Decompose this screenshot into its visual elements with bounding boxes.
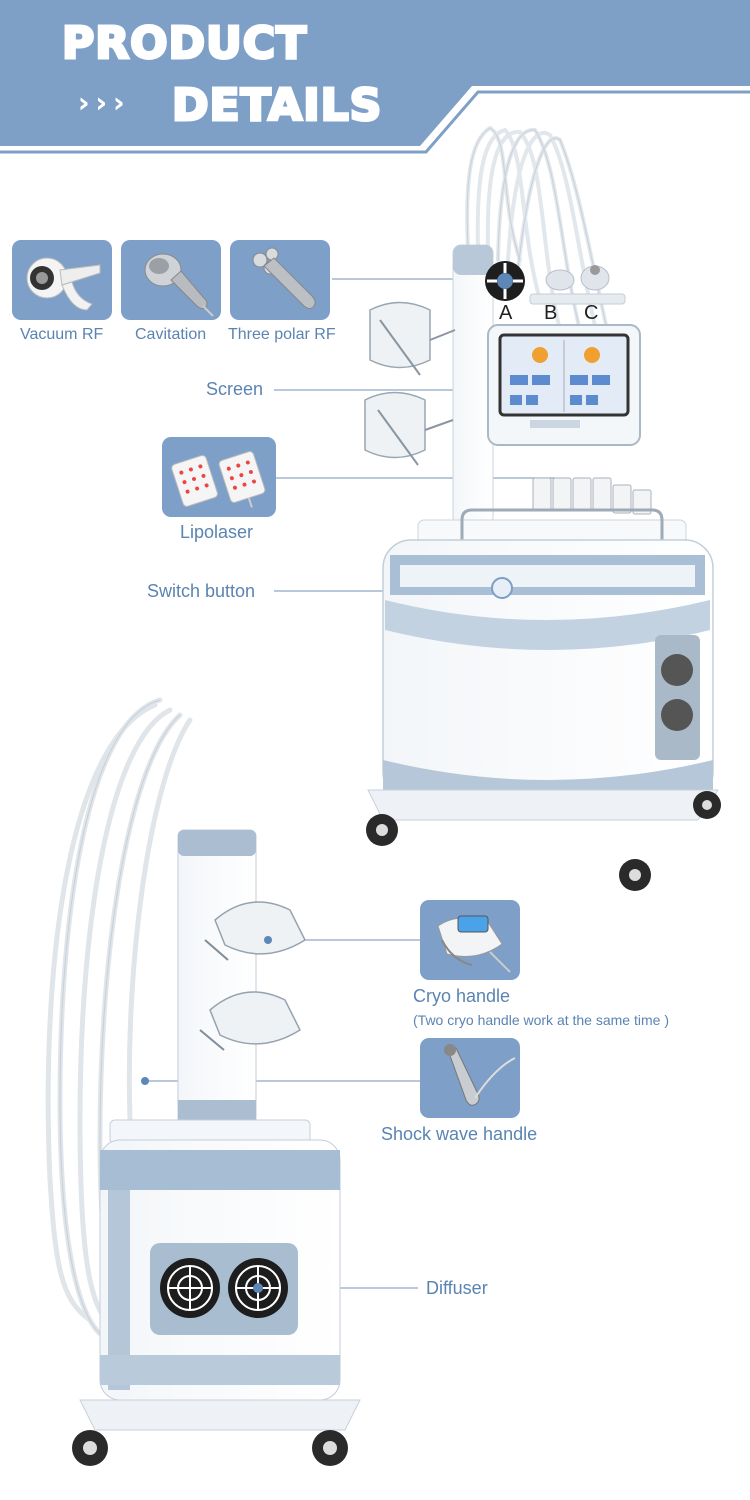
handle-letter-b: B (544, 302, 558, 324)
vacuum-rf-thumbnail (12, 240, 112, 320)
cryo-handle-icon (437, 915, 511, 973)
lipolaser-label: Lipolaser (180, 522, 254, 542)
three-polar-rf-thumbnail (230, 240, 330, 320)
lipolaser-icon (171, 451, 266, 508)
screen-label: Screen (206, 379, 264, 399)
shock-wave-handle-thumbnail (420, 1038, 520, 1118)
cavitation-label: Cavitation (135, 326, 207, 343)
three-polar-rf-label: Three polar RF (228, 326, 336, 343)
shock-wave-handle-icon (444, 1044, 516, 1106)
vacuum-rf-icon (26, 257, 101, 311)
lipolaser-thumbnail (162, 437, 276, 517)
cryo-handle-thumbnail (420, 900, 520, 980)
page-title-line2: DETAILS (170, 79, 383, 133)
cryo-handle-label: Cryo handle (413, 986, 511, 1006)
header-banner (0, 0, 750, 154)
side-machine (45, 697, 361, 1466)
front-machine (364, 125, 721, 891)
page-title-line1: PRODUCT (60, 17, 308, 71)
chevrons-icon: ››› (78, 86, 131, 119)
handle-letter-c: C (584, 302, 599, 324)
handle-letter-a: A (499, 302, 513, 324)
cavitation-thumbnail (121, 240, 221, 320)
vacuum-rf-label: Vacuum RF (20, 326, 104, 343)
cavitation-icon (144, 253, 214, 317)
three-polar-rf-icon (252, 247, 316, 309)
shock-wave-handle-label: Shock wave handle (381, 1124, 538, 1144)
switch-button-label: Switch button (147, 581, 256, 601)
cryo-handle-note: (Two cryo handle work at the same time ) (413, 1012, 669, 1028)
diffuser-label: Diffuser (426, 1278, 488, 1298)
